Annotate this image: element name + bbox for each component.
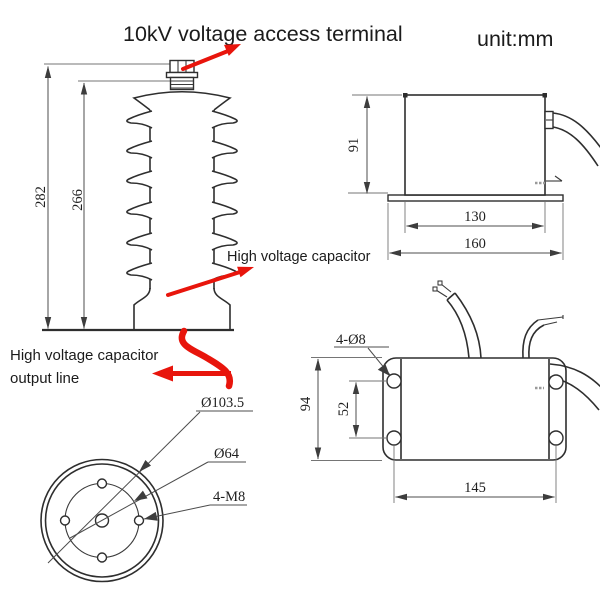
dim-94: 94 — [298, 396, 314, 411]
output-wire-thick — [432, 280, 482, 359]
dim-266: 266 — [70, 189, 86, 211]
mount-hole-tr — [548, 374, 564, 390]
dim-130: 130 — [464, 209, 486, 225]
dim-bolts: 4-M8 — [213, 489, 245, 505]
title-callout: 10kV voltage access terminal — [123, 22, 403, 46]
dim-holes: 4-Ø8 — [336, 332, 366, 348]
leader-outer-dia-arrow — [139, 460, 151, 472]
leader-bolt-circle-arrow — [134, 490, 148, 501]
leader-bolts-arrow — [144, 511, 158, 521]
leader-holes-arrow — [377, 363, 390, 376]
output-line-callout: High voltage capacitor output line — [10, 327, 234, 390]
flange-inner-circle — [44, 463, 160, 578]
base-flare-left — [133, 287, 151, 329]
bolt-hole-top — [96, 478, 108, 489]
output-wire-thin — [522, 315, 564, 359]
box-corner-left — [403, 93, 408, 98]
sensor-box-top-view: 4-Ø8 94 52 145 — [298, 280, 600, 503]
dim-bolt-circle: Ø64 — [214, 446, 240, 462]
mount-hole-br — [548, 430, 564, 446]
box-body — [404, 94, 546, 196]
output-line-label-2: output line — [10, 370, 79, 387]
hv-capacitor-callout: High voltage capacitor — [166, 249, 371, 297]
bolt-hole-right — [133, 515, 145, 526]
unit-label: unit:mm — [477, 27, 553, 51]
output-line-label-1: High voltage capacitor — [10, 347, 158, 364]
ground-screw — [535, 175, 563, 185]
dim-145: 145 — [464, 480, 486, 496]
mount-hole-bl — [386, 430, 402, 446]
flange-outer-circle — [40, 458, 164, 583]
insulator-side-view: 282 266 — [33, 59, 238, 332]
terminal-bolt — [165, 59, 199, 91]
top-shed-disc — [132, 90, 232, 111]
dim-282: 282 — [33, 186, 49, 208]
output-line-arrow-head — [152, 365, 173, 382]
box-corner-right — [542, 93, 547, 98]
bolt-hole-bottom — [96, 552, 108, 563]
flange-bottom-view: Ø103.5 Ø64 4-M8 — [40, 395, 253, 583]
mount-hole-tl — [386, 373, 402, 389]
dim-91: 91 — [346, 138, 362, 153]
box-base-plate — [387, 194, 564, 202]
terminal-pointer-arrow — [181, 44, 241, 71]
box-cable — [544, 110, 600, 167]
sensor-box-side-view: 91 130 160 — [346, 93, 600, 260]
output-line-curve — [178, 327, 234, 390]
bolt-hole-left — [59, 515, 71, 526]
dim-outer-dia: Ø103.5 — [201, 395, 244, 411]
leader-outer-dia — [47, 411, 201, 564]
dim-52: 52 — [336, 402, 352, 417]
dim-160: 160 — [464, 236, 486, 252]
base-flare-right — [213, 287, 231, 329]
hv-capacitor-label: High voltage capacitor — [227, 249, 371, 265]
box-top-outline — [382, 357, 567, 461]
